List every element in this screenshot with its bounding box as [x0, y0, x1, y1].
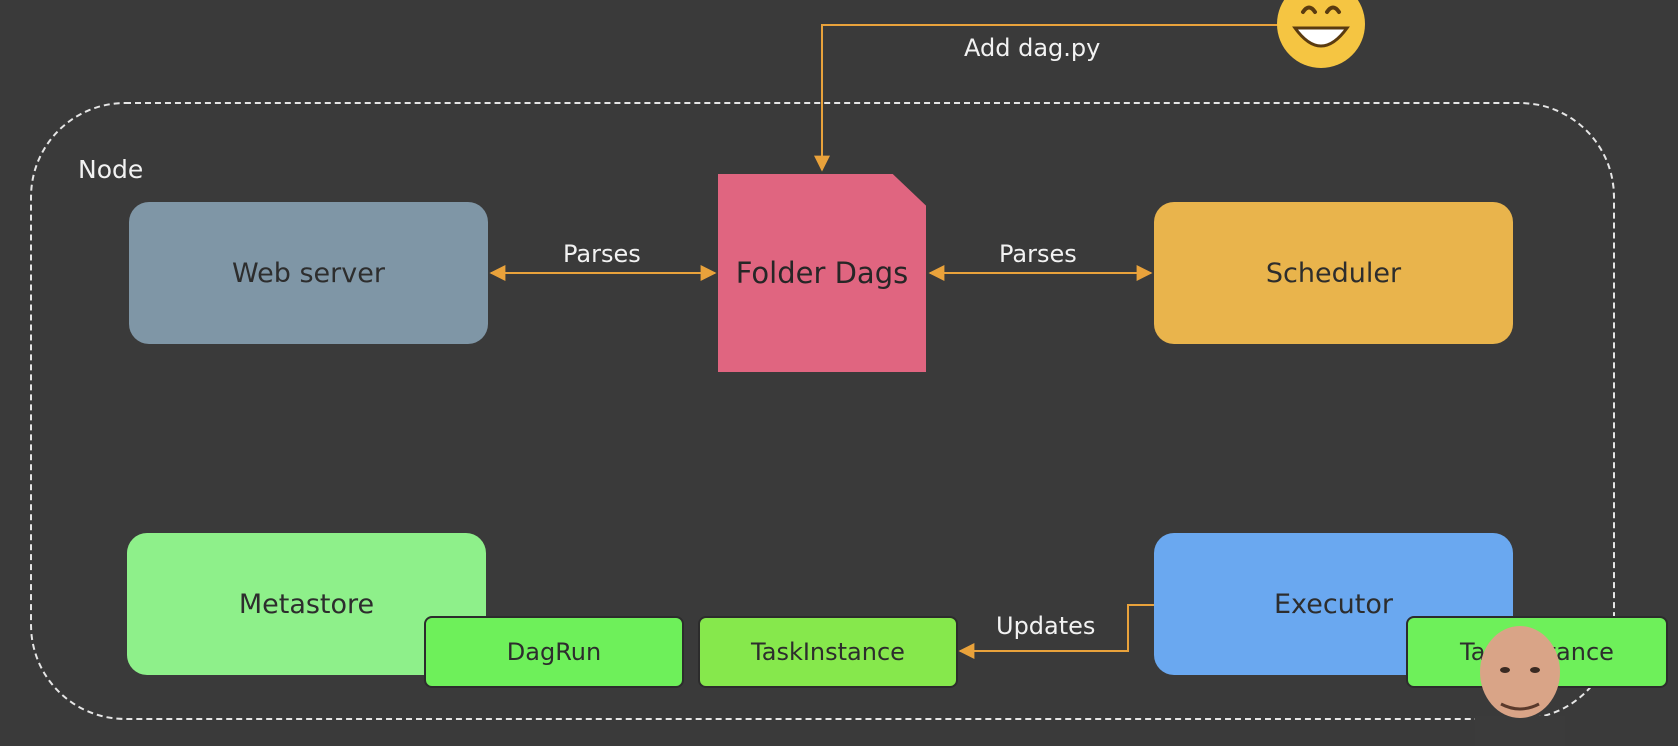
- updates-label: Updates: [996, 612, 1096, 640]
- executor-taskinstance-arrow: [958, 604, 1154, 659]
- add-dag-label: Add dag.py: [964, 34, 1101, 62]
- web-server-node[interactable]: Web server: [129, 202, 488, 344]
- folder-dags-node[interactable]: Folder Dags: [718, 174, 926, 372]
- taskinstance-label: TaskInstance: [751, 638, 905, 666]
- executor-label: Executor: [1274, 588, 1393, 620]
- parses-label-right: Parses: [999, 240, 1077, 268]
- web-server-label: Web server: [232, 257, 385, 289]
- taskinstance-record[interactable]: TaskInstance: [698, 616, 958, 688]
- grinning-face-icon: [1277, 0, 1365, 68]
- scheduler-label: Scheduler: [1265, 257, 1402, 289]
- add-dag-arrow: [814, 24, 1278, 172]
- presenter-video-icon: [1475, 626, 1565, 746]
- scheduler-node[interactable]: Scheduler: [1154, 202, 1513, 344]
- parses-label-left: Parses: [563, 240, 641, 268]
- folder-dags-label: Folder Dags: [735, 256, 909, 290]
- metastore-label: Metastore: [238, 588, 375, 620]
- node-label: Node: [78, 155, 144, 184]
- dagrun-label: DagRun: [506, 638, 602, 666]
- node-boundary: [30, 102, 1615, 720]
- dagrun-record[interactable]: DagRun: [424, 616, 684, 688]
